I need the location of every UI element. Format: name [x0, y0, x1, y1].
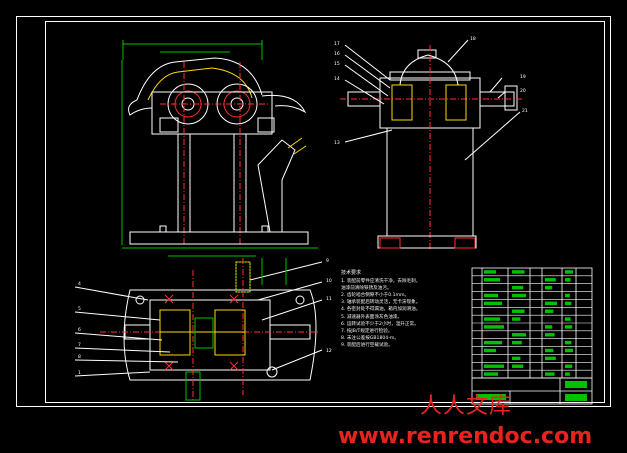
callout-5: 5	[78, 306, 81, 312]
callout-12: 12	[326, 348, 332, 354]
parts-cell-text	[512, 270, 525, 274]
parts-cell-text	[545, 325, 553, 329]
front-view	[121, 40, 318, 257]
parts-cell-text	[484, 293, 498, 298]
notes-line: 6. 运转试验不少于2小时，温升正常。	[341, 321, 419, 327]
outer-border	[16, 16, 611, 407]
callout-18: 18	[470, 36, 476, 42]
parts-cell-text	[484, 317, 500, 321]
side-view-labels: 17 16 15 14 13 18 19 20 21	[334, 36, 528, 146]
callout-8: 8	[78, 354, 81, 360]
callout-13: 13	[334, 140, 340, 146]
parts-cell-text	[565, 372, 570, 376]
parts-cell-text	[512, 293, 526, 298]
parts-cell-text	[484, 348, 496, 353]
callout-14: 14	[334, 76, 340, 82]
parts-cell-text	[565, 325, 573, 329]
parts-cell-text	[565, 270, 573, 274]
notes-line: 5. 减速器外表面涂灰色油漆。	[341, 314, 402, 320]
notes-line: 油漆前清除铁锈及油污。	[341, 286, 392, 292]
callout-7: 7	[78, 342, 81, 348]
technical-notes: 技术要求 1. 装配前零件应清洗干净，去除毛刺， 油漆前清除铁锈及油污。 2. …	[341, 270, 469, 349]
callout-4: 4	[78, 281, 81, 287]
callout-21: 21	[522, 108, 528, 114]
notes-title: 技术要求	[341, 270, 362, 276]
section-view-labels: 4 5 6 7 8 1 9 10 11 12	[78, 258, 332, 376]
parts-cell-text	[565, 293, 570, 298]
parts-cell-text	[565, 364, 573, 368]
callout-15: 15	[334, 61, 340, 67]
parts-cell-text	[565, 348, 573, 353]
parts-cell-text	[512, 285, 524, 290]
notes-line: 1. 装配前零件应清洗干净，去除毛刺，	[341, 279, 421, 285]
callout-10: 10	[326, 278, 332, 284]
inner-border	[45, 21, 605, 403]
parts-cell-text	[565, 278, 571, 282]
notes-line: 4. 各密封处不得漏油，箱内加润滑油。	[341, 307, 421, 313]
parts-rows	[472, 270, 592, 376]
title-block	[471, 377, 593, 405]
notes-line: 9. 装配后进行空载试验。	[341, 342, 393, 348]
parts-cell-text	[512, 364, 524, 368]
parts-cell-text	[512, 356, 521, 361]
parts-cell-text	[565, 317, 571, 321]
notes-line: 2. 齿轮啮合侧隙不小于0.1mm。	[341, 293, 410, 299]
parts-cell-text	[512, 340, 522, 345]
parts-cell-text	[484, 372, 498, 376]
parts-cell-text	[484, 270, 496, 274]
parts-cell-text	[545, 372, 555, 376]
section-view	[74, 258, 323, 402]
callout-19: 19	[520, 74, 526, 80]
parts-cell-text	[545, 348, 554, 353]
parts-cell-text	[484, 278, 500, 282]
parts-cell-text	[512, 317, 521, 321]
parts-cell-text	[484, 325, 504, 329]
side-view	[340, 39, 522, 250]
watermark-logo: 人人文库	[420, 394, 513, 419]
callout-11: 11	[326, 296, 332, 302]
parts-cell-text	[545, 356, 556, 361]
parts-cell-text	[545, 278, 556, 282]
callout-17: 17	[334, 41, 340, 47]
notes-line: 8. 未注公差按GB1804-m。	[341, 335, 399, 341]
parts-cell-text	[545, 309, 554, 313]
notes-line: 7. 按JB/T规定进行检验。	[341, 328, 393, 334]
parts-cell-text	[484, 301, 502, 306]
callout-1: 1	[78, 370, 81, 376]
callout-6: 6	[78, 327, 81, 333]
parts-cell-text	[565, 301, 572, 306]
callout-20: 20	[520, 88, 526, 94]
parts-cell-text	[512, 333, 526, 337]
callout-9: 9	[326, 258, 329, 264]
parts-cell-text	[484, 340, 502, 345]
callout-16: 16	[334, 51, 340, 57]
parts-cell-text	[545, 301, 557, 306]
parts-cell-text	[545, 333, 555, 337]
watermark-url: www.renrendoc.com	[338, 424, 593, 449]
parts-cell-text	[545, 285, 553, 290]
parts-cell-text	[484, 364, 504, 368]
notes-line: 3. 轴承装配后转动灵活，无卡滞现象。	[341, 300, 421, 306]
parts-cell-text	[565, 340, 572, 345]
parts-cell-text	[512, 309, 525, 313]
